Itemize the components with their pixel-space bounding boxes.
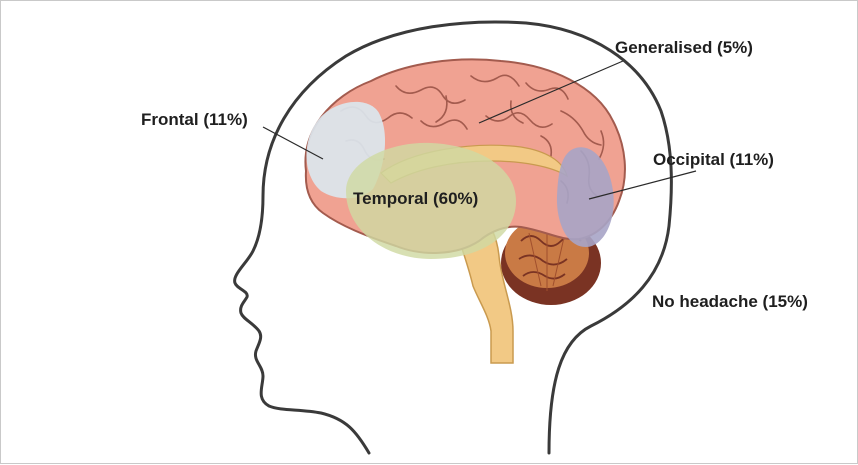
- label-temporal: Temporal (60%): [353, 189, 478, 208]
- label-no-headache: No headache (15%): [652, 292, 808, 311]
- label-occipital: Occipital (11%): [653, 150, 774, 169]
- label-frontal: Frontal (11%): [141, 110, 248, 129]
- label-generalised: Generalised (5%): [615, 38, 753, 57]
